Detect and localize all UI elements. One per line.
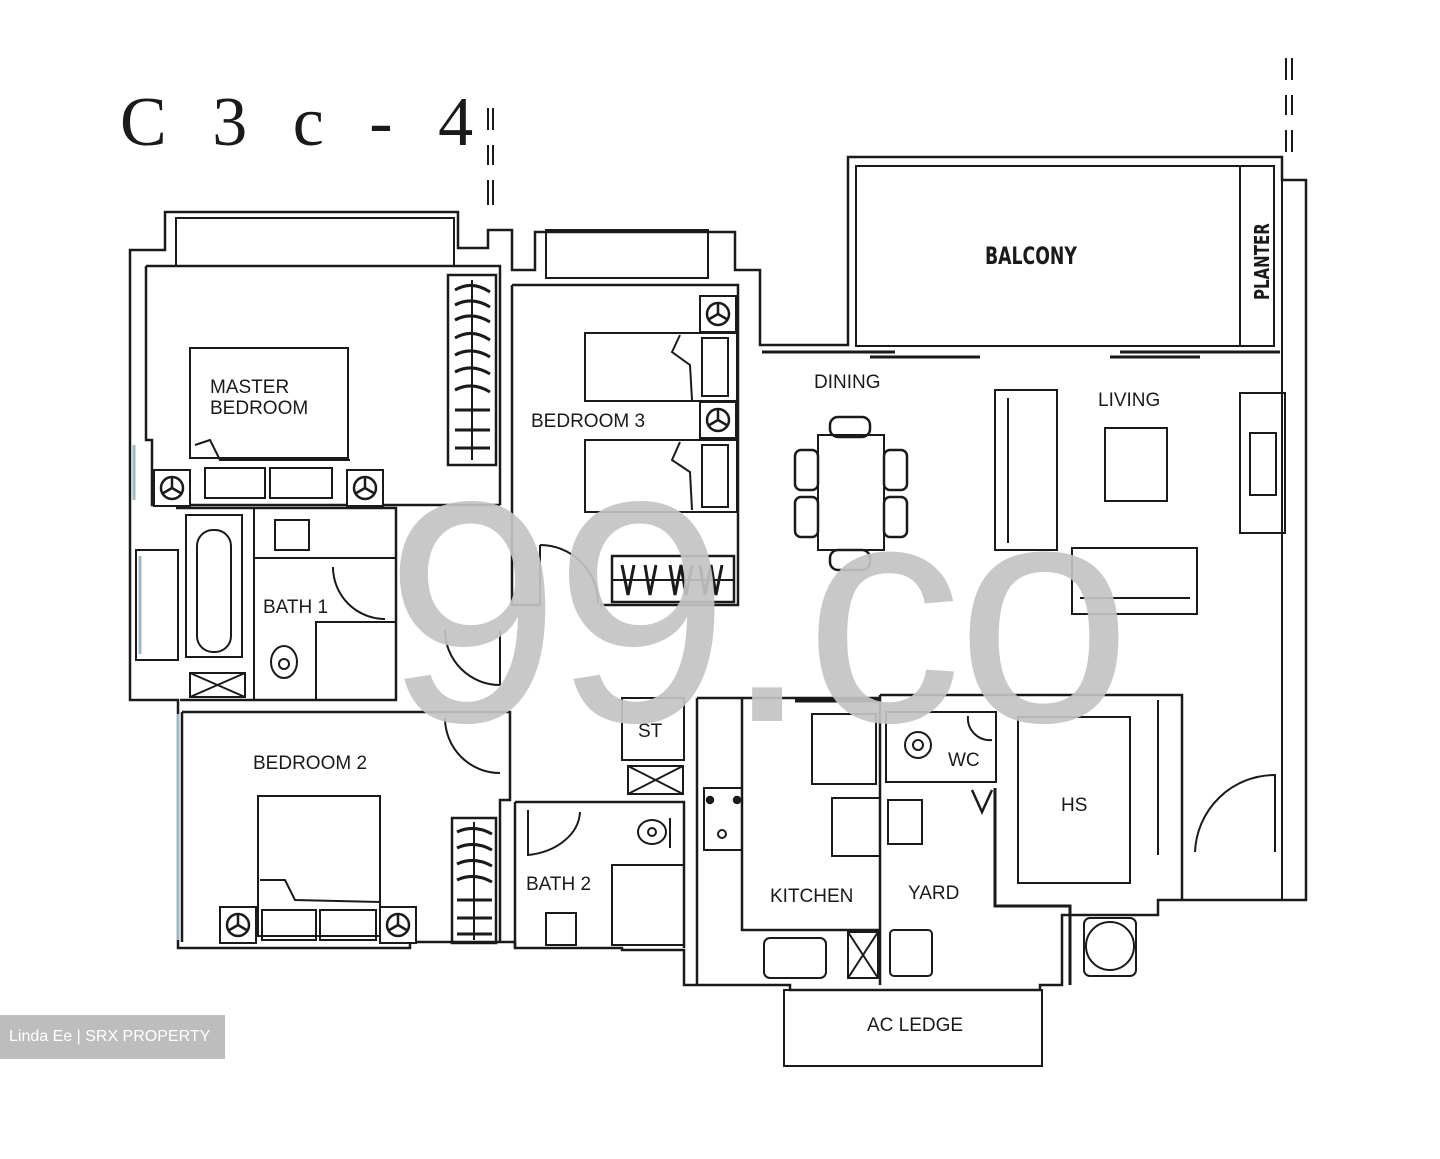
room-label-bedroom-2: BEDROOM 2 xyxy=(253,753,368,774)
room-label-balcony: BALCONY xyxy=(985,242,1077,270)
room-label-kitchen: KITCHEN xyxy=(770,886,854,907)
room-label-planter: PLANTER xyxy=(1250,223,1274,300)
balcony-area xyxy=(855,165,1275,347)
room-label-hs: HS xyxy=(1061,795,1088,816)
room-label-master-bedroom: MASTER BEDROOM xyxy=(210,377,309,420)
room-label-bath-1: BATH 1 xyxy=(263,597,329,618)
room-label-st: ST xyxy=(638,721,663,742)
credit-badge: Linda Ee | SRX PROPERTY xyxy=(0,1015,225,1059)
room-label-living: LIVING xyxy=(1098,390,1161,411)
room-label-master-bedroom-line2: BEDROOM xyxy=(210,397,309,419)
unit-type-title: C 3 c - 4 xyxy=(120,84,488,161)
room-label-wc: WC xyxy=(948,750,980,771)
room-label-dining: DINING xyxy=(814,372,881,393)
room-label-bath-2: BATH 2 xyxy=(526,874,592,895)
room-label-yard: YARD xyxy=(908,883,960,904)
room-label-ac-ledge: AC LEDGE xyxy=(867,1015,964,1036)
room-label-master-bedroom-line1: MASTER xyxy=(210,377,290,398)
room-label-bedroom-3: BEDROOM 3 xyxy=(531,411,646,432)
